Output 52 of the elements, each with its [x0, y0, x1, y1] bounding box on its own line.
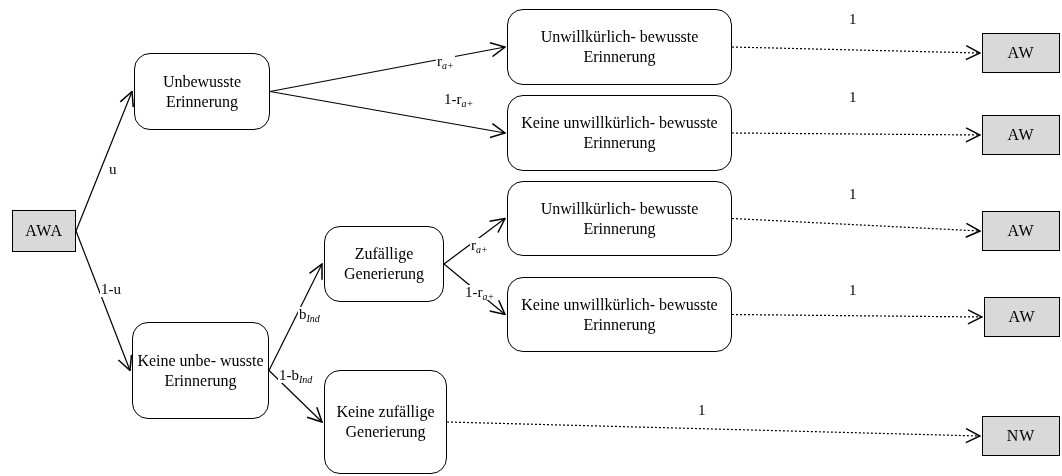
probability-label: 1 [848, 12, 858, 27]
outcome-box [984, 297, 1060, 337]
state-box [507, 277, 732, 352]
dotted-arrow [731, 217, 981, 239]
outcome-box [982, 211, 1060, 251]
probability-label: b$_{Ind}$ [298, 307, 321, 322]
outcome-box [982, 33, 1060, 73]
state-box [507, 95, 732, 171]
arrow [75, 90, 135, 232]
node-label: AW [1007, 125, 1035, 145]
outcome-box [982, 416, 1060, 456]
dotted-arrow [731, 127, 981, 143]
arrow [268, 369, 323, 423]
outcome-box [12, 210, 76, 252]
state-box [324, 226, 444, 302]
dotted-arrow [731, 309, 983, 325]
arrow [269, 42, 506, 93]
arrow [443, 217, 506, 265]
dotted-arrow [446, 421, 981, 444]
state-box [507, 9, 732, 85]
arrow [268, 263, 323, 372]
node-label: AW [1007, 221, 1035, 241]
state-box [132, 322, 269, 419]
node-label: Keine unbe- wusste Erinnerung [137, 350, 264, 391]
probability-label: 1 [848, 90, 858, 105]
node-label: Keine unwillkürlich- bewusste Erinnerung [520, 294, 719, 335]
probability-label: 1 [697, 403, 707, 418]
node-label: AW [1007, 43, 1035, 63]
probability-label: r$_{a+}$ [470, 238, 489, 253]
node-label: Unbewusste Erinnerung [161, 71, 243, 112]
probability-label: r$_{a+}$ [436, 54, 455, 69]
arrow [269, 90, 506, 139]
node-label: AWA [25, 221, 63, 241]
node-label: AW [1008, 307, 1036, 327]
node-label: Zufällige Generierung [343, 244, 425, 284]
probability-label: 1-b$_{Ind}$ [278, 368, 314, 383]
probability-label: 1-r$_{a+}$ [443, 92, 475, 107]
node-label: Unwillkürlich- bewusste Erinnerung [539, 27, 700, 67]
state-box [507, 181, 732, 256]
node-label: Unwillkürlich- bewusste Erinnerung [539, 198, 700, 239]
probability-label: 1-u [100, 282, 122, 297]
outcome-box [982, 115, 1060, 155]
state-box [134, 53, 270, 130]
probability-label: 1 [848, 283, 858, 298]
probability-label: 1 [848, 187, 858, 202]
probability-label: 1-r$_{a+}$ [464, 285, 496, 300]
node-label: Keine zufällige Generierung [335, 402, 436, 442]
node-label: NW [1006, 426, 1036, 446]
arrow [75, 230, 133, 372]
state-box [324, 370, 447, 474]
dotted-arrow [731, 44, 981, 61]
node-label: Keine unwillkürlich- bewusste Erinnerung [520, 113, 719, 153]
